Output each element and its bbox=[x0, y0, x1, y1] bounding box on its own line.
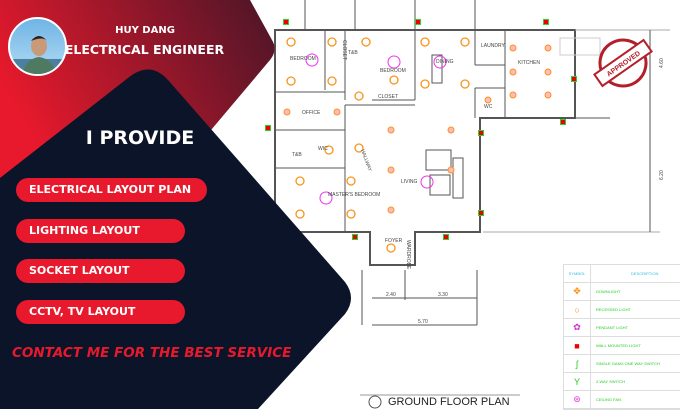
switch-icon: ʃ bbox=[564, 355, 591, 372]
recessed-light-icon bbox=[346, 209, 356, 219]
two-way-switch-icon: Y bbox=[564, 373, 591, 390]
recessed-light-icon bbox=[386, 243, 396, 253]
legend-description-header: DESCRIPTION bbox=[631, 271, 659, 276]
wall-light-icon: ■ bbox=[564, 337, 591, 354]
wall-light-icon bbox=[443, 234, 449, 240]
room-label: KITCHEN bbox=[518, 60, 540, 66]
downlight-icon bbox=[387, 166, 395, 174]
dimension-label: 6.20 bbox=[659, 170, 665, 180]
service-cctv-tv-layout[interactable]: CCTV, TV LAYOUT bbox=[16, 300, 185, 324]
ceiling-fan-icon bbox=[420, 175, 434, 189]
avatar bbox=[8, 17, 67, 76]
downlight-icon bbox=[333, 108, 341, 116]
wall-light-icon bbox=[415, 19, 421, 25]
recessed-light-icon bbox=[460, 79, 470, 89]
legend-label: CEILING FAN bbox=[596, 397, 621, 402]
recessed-light-icon bbox=[295, 176, 305, 186]
recessed-light-icon bbox=[324, 145, 334, 155]
ceiling-fan-icon bbox=[305, 53, 319, 67]
recessed-light-icon bbox=[295, 209, 305, 219]
room-label: CLOSET bbox=[341, 40, 347, 60]
downlight-icon: ✥ bbox=[564, 283, 591, 300]
downlight-icon bbox=[544, 44, 552, 52]
service-lighting-layout[interactable]: LIGHTING LAYOUT bbox=[16, 219, 185, 243]
wall-light-icon bbox=[478, 130, 484, 136]
room-label: WC bbox=[484, 104, 493, 110]
downlight-icon bbox=[447, 126, 455, 134]
room-label: OFFICE bbox=[302, 110, 321, 116]
wall-light-icon bbox=[543, 19, 549, 25]
pendant-light-icon: ✿ bbox=[564, 319, 591, 336]
wall-light-icon bbox=[478, 210, 484, 216]
wall-light-icon bbox=[560, 119, 566, 125]
recessed-light-icon: ○ bbox=[564, 301, 591, 318]
room-label: CLOSET bbox=[378, 94, 398, 100]
dimension-label: 3.30 bbox=[438, 292, 448, 298]
downlight-icon bbox=[509, 68, 517, 76]
downlight-icon bbox=[447, 166, 455, 174]
recessed-light-icon bbox=[389, 75, 399, 85]
legend-label: SINGLE GANG ONE WAY SWITCH bbox=[596, 361, 660, 366]
downlight-icon bbox=[387, 206, 395, 214]
legend-label: DOWNLIGHT bbox=[596, 289, 621, 294]
downlight-icon bbox=[544, 91, 552, 99]
recessed-light-icon bbox=[327, 37, 337, 47]
downlight-icon bbox=[387, 126, 395, 134]
recessed-light-icon bbox=[460, 37, 470, 47]
recessed-light-icon bbox=[286, 76, 296, 86]
downlight-icon bbox=[509, 91, 517, 99]
downlight-icon bbox=[484, 96, 492, 104]
room-label: T&B bbox=[292, 152, 302, 158]
wall-light-icon bbox=[265, 125, 271, 131]
wall-light-icon bbox=[352, 234, 358, 240]
ceiling-fan-icon: ⊛ bbox=[564, 391, 591, 408]
legend-table: SYMBOL DESCRIPTION ✥ DOWNLIGHT ○ RECESSED L… bbox=[563, 264, 680, 410]
recessed-light-icon bbox=[346, 176, 356, 186]
room-label: BEDROOM bbox=[380, 68, 406, 74]
service-socket-layout[interactable]: SOCKET LAYOUT bbox=[16, 259, 185, 283]
room-label: WIC bbox=[318, 146, 328, 152]
room-label: BEDROOM bbox=[290, 56, 316, 62]
downlight-icon bbox=[509, 44, 517, 52]
service-electrical-layout[interactable]: ELECTRICAL LAYOUT PLAN bbox=[16, 178, 207, 202]
room-label: WARDROBE bbox=[405, 240, 411, 270]
downlight-icon bbox=[283, 108, 291, 116]
recessed-light-icon bbox=[354, 91, 364, 101]
section-heading: I PROVIDE bbox=[85, 127, 195, 149]
legend-label: PENDANT LIGHT bbox=[596, 325, 628, 330]
recessed-light-icon bbox=[327, 76, 337, 86]
legend-symbol-header: SYMBOL bbox=[564, 265, 591, 282]
contact-cta: CONTACT ME FOR THE BEST SERVICE bbox=[12, 345, 292, 361]
dimension-label: 5.70 bbox=[418, 319, 428, 325]
wall-light-icon bbox=[283, 19, 289, 25]
legend-label: RECESSED LIGHT bbox=[596, 307, 631, 312]
recessed-light-icon bbox=[420, 79, 430, 89]
room-label: LAUNDRY bbox=[481, 43, 505, 49]
plan-title: GROUND FLOOR PLAN bbox=[388, 396, 510, 408]
profile-name: HUY DANG bbox=[115, 25, 175, 36]
downlight-icon bbox=[544, 68, 552, 76]
recessed-light-icon bbox=[354, 143, 364, 153]
dimension-label: 4.60 bbox=[659, 58, 665, 68]
room-label: MASTER'S BEDROOM bbox=[328, 192, 380, 198]
dimension-label: 2.40 bbox=[386, 292, 396, 298]
ceiling-fan-icon bbox=[319, 191, 333, 205]
room-label: FOYER bbox=[385, 238, 403, 244]
recessed-light-icon bbox=[361, 37, 371, 47]
recessed-light-icon bbox=[420, 37, 430, 47]
room-label: DINING bbox=[436, 59, 454, 65]
legend-label: WALL MOUNTED LIGHT bbox=[596, 343, 641, 348]
ceiling-fan-icon bbox=[387, 55, 401, 69]
room-label: LIVING bbox=[401, 179, 418, 185]
legend-label: 2-WAY SWITCH bbox=[596, 379, 626, 384]
profile-title: ELECTRICAL ENGINEER bbox=[64, 42, 225, 57]
recessed-light-icon bbox=[286, 37, 296, 47]
room-label: T&B bbox=[348, 50, 358, 56]
ceiling-fan-icon bbox=[433, 55, 447, 69]
wall-light-icon bbox=[571, 76, 577, 82]
